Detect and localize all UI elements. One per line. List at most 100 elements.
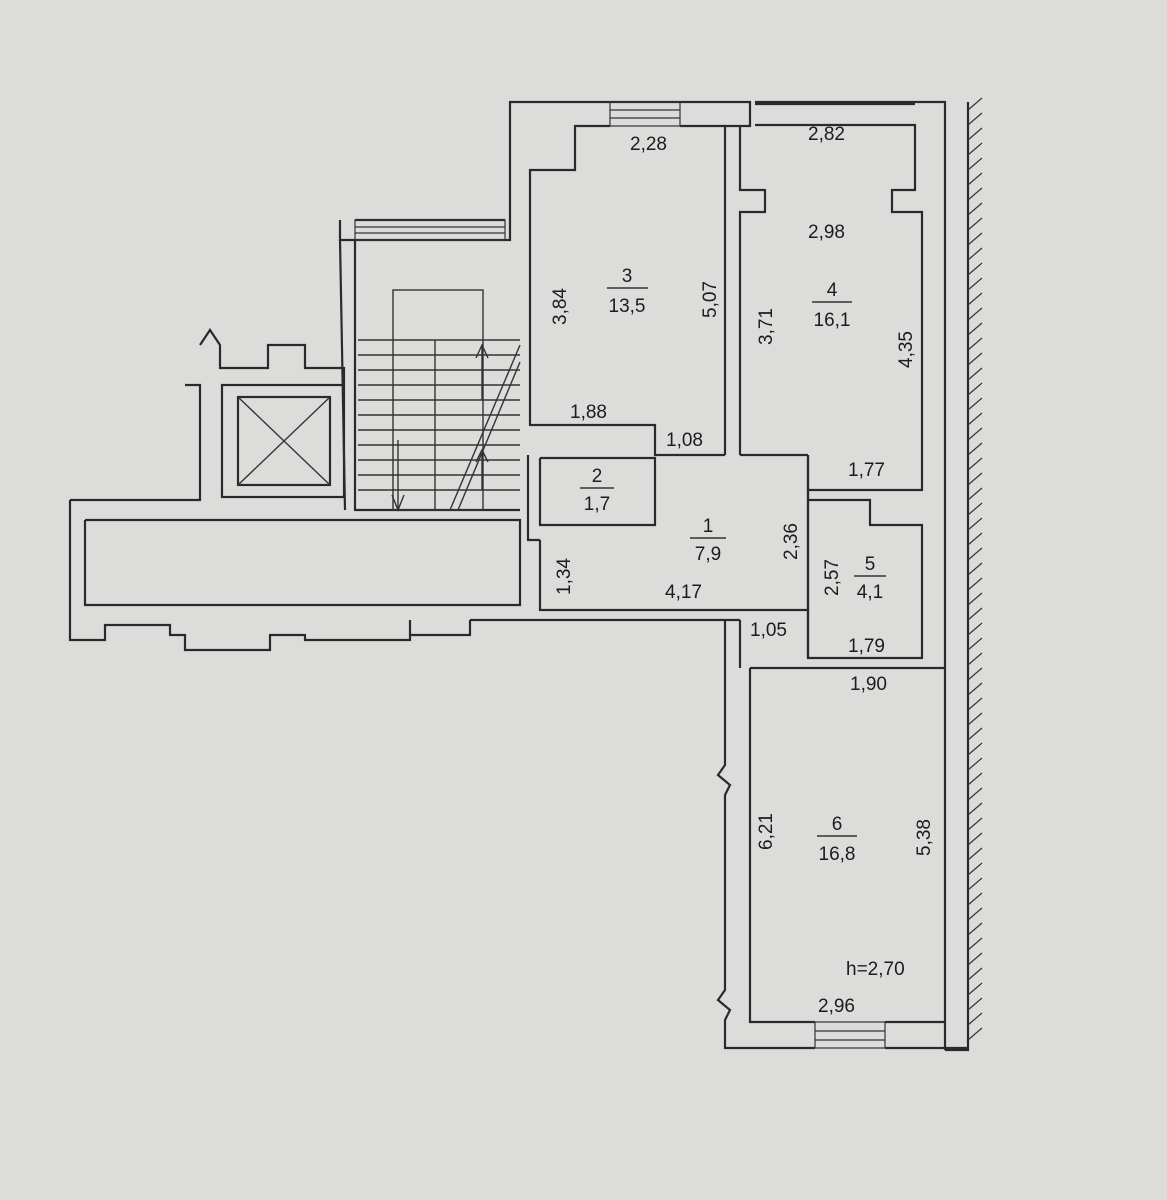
hatch-mark — [967, 247, 983, 261]
hatch-mark — [967, 397, 983, 411]
hatch-mark — [967, 742, 983, 756]
dim-r4-inner: 2,98 — [808, 222, 845, 243]
hatch-mark — [967, 757, 983, 771]
hatch-mark — [967, 547, 983, 561]
hatch-mark — [967, 772, 983, 786]
hatch-mark — [967, 517, 983, 531]
exterior-wall-hatch — [967, 97, 983, 1041]
room-2-area: 1,7 — [584, 494, 610, 515]
dimension-labels: 2,28 3,84 5,07 1,88 1,08 2,82 2,98 3,71 … — [550, 124, 935, 1017]
hatch-mark — [967, 937, 983, 951]
hatch-mark — [967, 232, 983, 246]
dim-r3-top: 2,28 — [630, 134, 667, 155]
hatch-mark — [967, 1012, 983, 1026]
hatch-mark — [967, 832, 983, 846]
hatch-mark — [967, 457, 983, 471]
hatch-mark — [967, 322, 983, 336]
hatch-mark — [967, 187, 983, 201]
hatch-mark — [967, 337, 983, 351]
dim-r1-door: 1,05 — [750, 620, 787, 641]
hatch-mark — [967, 652, 983, 666]
hatch-mark — [967, 127, 983, 141]
hatch-mark — [967, 697, 983, 711]
hatch-mark — [967, 202, 983, 216]
hatch-mark — [967, 157, 983, 171]
hatch-mark — [967, 352, 983, 366]
room-1-number: 1 — [703, 516, 714, 537]
dim-r4-top: 2,82 — [808, 124, 845, 145]
room-labels: 3 13,5 4 16,1 2 1,7 1 7,9 5 4,1 6 16,8 — [580, 266, 886, 865]
hatch-mark — [967, 532, 983, 546]
hatch-mark — [967, 367, 983, 381]
room-6-area: 16,8 — [819, 844, 856, 865]
hatch-mark — [967, 727, 983, 741]
dim-r4-bottom: 1,77 — [848, 460, 885, 481]
hatch-mark — [967, 892, 983, 906]
hatch-mark — [967, 307, 983, 321]
room-3-number: 3 — [622, 266, 633, 287]
hatch-mark — [967, 217, 983, 231]
hatch-mark — [967, 607, 983, 621]
hatch-mark — [967, 817, 983, 831]
hatch-mark — [967, 952, 983, 966]
dim-r6-left: 6,21 — [756, 813, 777, 850]
dim-r3-bottom: 1,88 — [570, 402, 607, 423]
hatch-mark — [967, 667, 983, 681]
hatch-mark — [967, 682, 983, 696]
dim-r1-right: 2,36 — [781, 523, 802, 560]
hatch-mark — [967, 427, 983, 441]
hatch-mark — [967, 262, 983, 276]
room-1-area: 7,9 — [695, 544, 721, 565]
dim-r6-top: 1,90 — [850, 674, 887, 695]
room-3-area: 13,5 — [609, 296, 646, 317]
room-5-area: 4,1 — [857, 582, 883, 603]
hatch-mark — [967, 997, 983, 1011]
hatch-mark — [967, 907, 983, 921]
hatch-mark — [967, 292, 983, 306]
hatch-mark — [967, 862, 983, 876]
hatch-mark — [967, 112, 983, 126]
dim-r4-left: 3,71 — [756, 308, 777, 345]
hatch-mark — [967, 142, 983, 156]
dim-r3-left: 3,84 — [550, 288, 571, 325]
dim-r3-right: 5,07 — [700, 281, 721, 318]
room-5-number: 5 — [865, 554, 876, 575]
hatch-mark — [967, 982, 983, 996]
dim-r6-right: 5,38 — [914, 819, 935, 856]
hatch-mark — [967, 847, 983, 861]
hatch-mark — [967, 277, 983, 291]
dim-r4-right: 4,35 — [896, 331, 917, 368]
hatch-mark — [967, 577, 983, 591]
hatch-mark — [967, 472, 983, 486]
hatch-mark — [967, 562, 983, 576]
hatch-mark — [967, 877, 983, 891]
room-4-area: 16,1 — [814, 310, 851, 331]
hatch-mark — [967, 172, 983, 186]
ceiling-height: h=2,70 — [846, 959, 905, 980]
hatch-mark — [967, 487, 983, 501]
hatch-mark — [967, 637, 983, 651]
dim-r1-bottom: 4,17 — [665, 582, 702, 603]
hatch-mark — [967, 802, 983, 816]
hatch-mark — [967, 622, 983, 636]
hatch-mark — [967, 712, 983, 726]
hatch-mark — [967, 922, 983, 936]
hatch-mark — [967, 592, 983, 606]
hatch-mark — [967, 787, 983, 801]
hatch-mark — [967, 442, 983, 456]
hatch-mark — [967, 967, 983, 981]
hatch-mark — [967, 97, 983, 111]
room-4-number: 4 — [827, 280, 838, 301]
dim-r3-door: 1,08 — [666, 430, 703, 451]
hatch-mark — [967, 412, 983, 426]
stair-treads — [358, 339, 521, 512]
dim-r5-left: 2,57 — [822, 559, 843, 596]
room-2-number: 2 — [592, 466, 603, 487]
dim-r1-left: 1,34 — [554, 558, 575, 595]
room-6-number: 6 — [832, 814, 843, 835]
dim-r6-bottom: 2,96 — [818, 996, 855, 1017]
dim-r5-bottom: 1,79 — [848, 636, 885, 657]
windows — [354, 101, 915, 1049]
